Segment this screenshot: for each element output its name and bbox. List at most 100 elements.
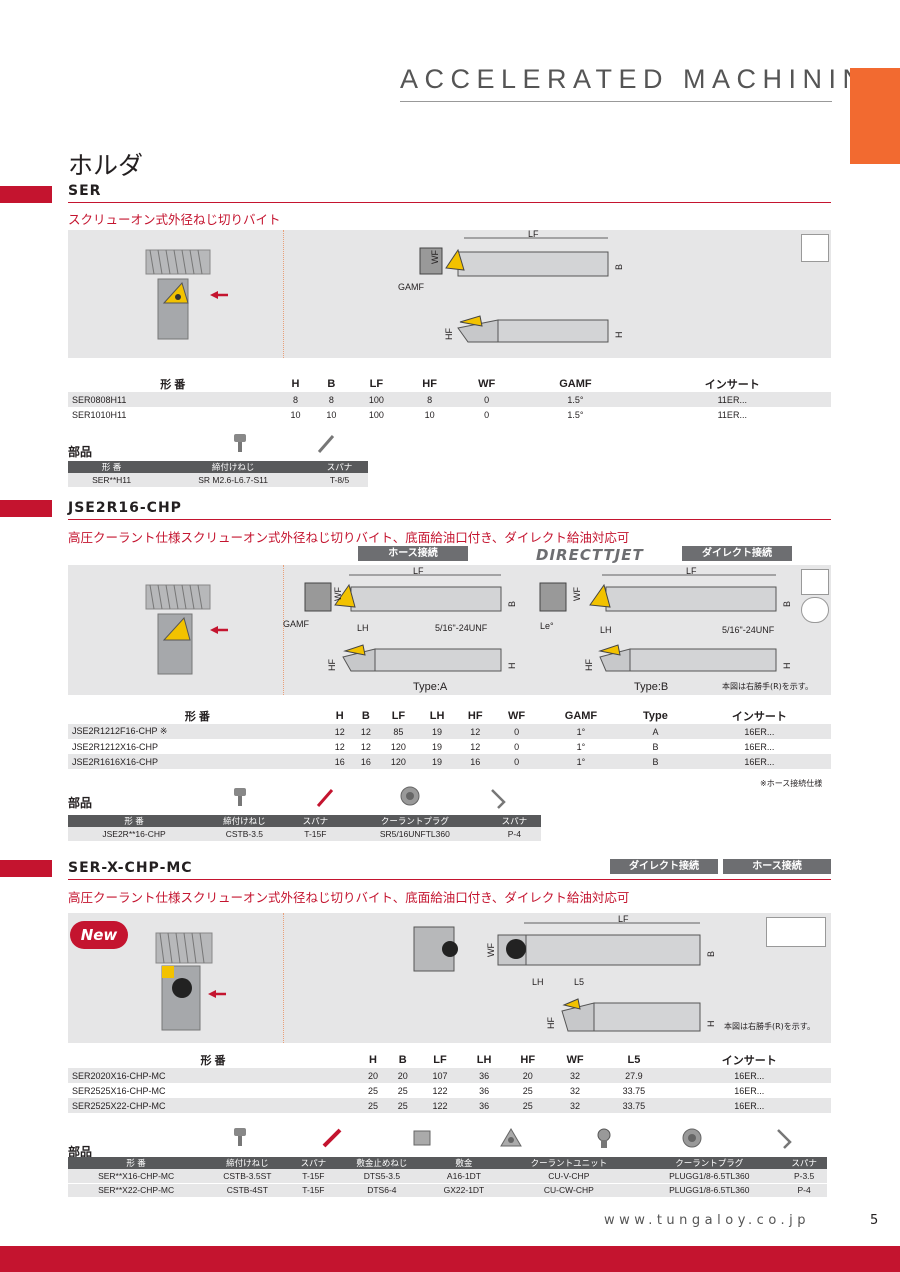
- dim-hf: HF: [546, 1017, 556, 1029]
- parts-label: 部品: [68, 796, 93, 810]
- dim-wf: WF: [486, 943, 496, 957]
- external-threading-icon: [801, 234, 829, 262]
- serx-dimension-drawing: LF WF B L5 LH HF H: [413, 914, 716, 1032]
- tag-hose-connection: ホース接続: [723, 859, 831, 874]
- section-title-jse: JSE2R16-CHP: [68, 500, 182, 516]
- coolant-plug-icon: [682, 1128, 702, 1148]
- dim-le: Le°: [540, 621, 554, 631]
- dim-hf: HF: [327, 659, 337, 671]
- screw-icon: [234, 434, 246, 452]
- dim-lf: LF: [528, 230, 539, 239]
- col-header: GAMF: [564, 710, 598, 722]
- col-header: H: [335, 710, 344, 722]
- jse-type-b-drawing: LF WF B Le° LH 5/16"-24UNF HF H Type:B: [539, 566, 792, 693]
- screw-icon: [234, 788, 246, 806]
- section-subtitle-serx: 高圧クーラント仕様スクリューオン式外径ねじ切りバイト、底面給油口付き、ダイレクト…: [68, 890, 630, 905]
- dim-hf: HF: [444, 328, 454, 340]
- dim-wf: WF: [572, 587, 582, 601]
- col-header: スパナ: [288, 815, 342, 827]
- ser-drawing-panel: LF WF B GAMF HF H: [68, 230, 831, 358]
- col-header: 敷金止めねじ: [336, 1157, 428, 1169]
- jse-spec-table: 形 番 H B LF LH HF WF GAMF Type インサート JSE2…: [68, 708, 831, 769]
- label-type-a: Type:A: [413, 681, 448, 693]
- section-rule: [68, 202, 831, 203]
- label-type-b: Type:B: [634, 681, 668, 693]
- section-marker: [0, 500, 52, 517]
- col-header: B: [398, 1054, 407, 1066]
- col-header: Type: [643, 710, 668, 722]
- col-header: クーラントプラグ: [637, 1157, 782, 1169]
- wrench-icon: [322, 1128, 342, 1148]
- col-header: スパナ: [311, 461, 368, 473]
- jse-application-illustration: [145, 584, 228, 675]
- hex-key-icon: [491, 789, 506, 809]
- section-marker: [0, 860, 52, 877]
- dim-b: B: [782, 601, 792, 607]
- col-header: L5: [627, 1054, 641, 1066]
- dim-h: H: [507, 663, 517, 670]
- section-rule: [68, 879, 831, 880]
- tag-direct-connection: ダイレクト接続: [682, 546, 792, 561]
- col-header: 締付けねじ: [200, 815, 289, 827]
- parts-label: 部品: [68, 445, 93, 459]
- col-header: 締付けねじ: [155, 461, 311, 473]
- wrench-icon: [317, 435, 335, 453]
- section-title-serx: SER-X-CHP-MC: [68, 860, 193, 876]
- right-hand-note: 本図は右勝手(R)を示す。: [724, 1022, 815, 1031]
- col-header: H: [291, 378, 300, 390]
- dim-wf: WF: [430, 250, 440, 264]
- col-header: 形 番: [68, 1157, 205, 1169]
- coolant-icon: [801, 597, 829, 623]
- dim-h: H: [782, 663, 792, 670]
- jse-type-a-drawing: LF WF B GAMF LH 5/16"-24UNF HF H Type:A: [283, 566, 517, 693]
- brand-rule: [400, 101, 832, 102]
- shim-screw-icon: [413, 1130, 431, 1146]
- col-header: インサート: [721, 1055, 777, 1067]
- tag-direct-connection: ダイレクト接続: [610, 859, 718, 874]
- footer-bar: [0, 1246, 900, 1272]
- parts-label: 部品: [68, 1145, 93, 1159]
- ser-dimension-drawing: LF WF B GAMF HF H: [398, 230, 624, 343]
- brand-title: ACCELERATED MACHINING: [400, 64, 897, 94]
- serx-application-illustration: [155, 932, 226, 1031]
- direct-t-jet-logo: DIRECTTJET: [536, 546, 644, 564]
- dim-lf: LF: [413, 566, 424, 576]
- dim-unf: 5/16"-24UNF: [435, 623, 488, 633]
- dim-wf: WF: [333, 587, 343, 601]
- col-header: HF: [422, 378, 437, 390]
- dim-gamf: GAMF: [398, 282, 425, 292]
- col-header: インサート: [704, 379, 760, 391]
- jse-parts-table: 形 番 締付けねじ スパナ クーラントプラグ スパナ JSE2R**16-CHP…: [68, 815, 541, 842]
- serx-drawing-panel: New LF WF B L5 LH HF H 本図は右勝手(R)を示す。: [68, 913, 831, 1043]
- tag-hose-connection: ホース接続: [358, 546, 468, 561]
- col-header: WF: [508, 710, 526, 722]
- section-subtitle-jse: 高圧クーラント仕様スクリューオン式外径ねじ切りバイト、底面給油口付き、ダイレクト…: [68, 530, 630, 545]
- ser-application-illustration: [145, 249, 228, 340]
- col-header: 形 番: [200, 1055, 226, 1067]
- col-header: 敷金: [427, 1157, 501, 1169]
- dim-lf: LF: [618, 914, 629, 924]
- dim-h: H: [614, 332, 624, 339]
- col-header: LF: [369, 378, 384, 390]
- serx-spec-table: 形 番 H B LF LH HF WF L5 インサート SER2020X16-…: [68, 1052, 831, 1113]
- serx-parts-table: 形 番 締付けねじ スパナ 敷金止めねじ 敷金 クーラントユニット クーラントプ…: [68, 1157, 827, 1198]
- col-header: 形 番: [184, 711, 210, 723]
- col-header: 締付けねじ: [204, 1157, 291, 1169]
- col-header: 形 番: [68, 461, 156, 473]
- dim-lf: LF: [686, 566, 697, 576]
- col-header: スパナ: [487, 815, 541, 827]
- coolant-unit-icon: [597, 1128, 611, 1148]
- right-hand-note: 本図は右勝手(R)を示す。: [722, 682, 813, 691]
- dim-lh: LH: [532, 977, 544, 987]
- col-header: クーラントユニット: [500, 1157, 638, 1169]
